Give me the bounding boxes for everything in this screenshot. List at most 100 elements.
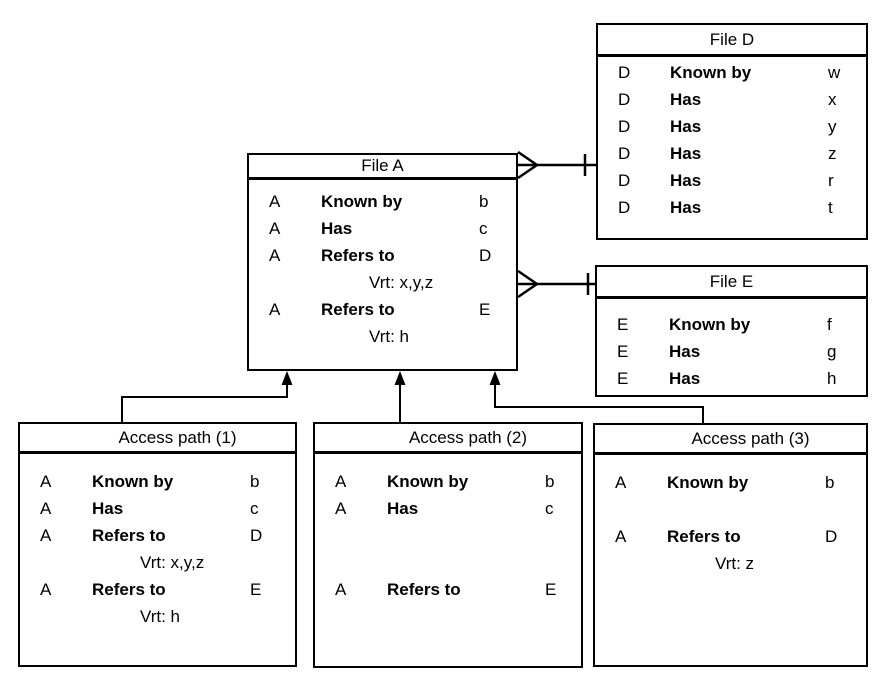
attribute-row: A Has c — [249, 215, 516, 242]
file-a-box: File A A Known by b A Has c A Refers to … — [247, 153, 518, 371]
owner-code: E — [617, 315, 629, 334]
owner-code: A — [269, 219, 281, 238]
empty-row — [315, 549, 581, 576]
relation-verb: Known by — [667, 473, 749, 492]
virtual-fields-row: Vrt: x,y,z — [369, 273, 434, 292]
owner-code: A — [269, 246, 281, 265]
attribute-name: E — [479, 300, 491, 319]
owner-code: D — [618, 63, 631, 82]
attribute-row: A Known by b — [315, 468, 581, 495]
owner-code: D — [618, 171, 631, 190]
access-path-1-box: Access path (1) A Known by b A Has c A R… — [18, 422, 297, 667]
owner-code: A — [269, 192, 281, 211]
relation-verb: Has — [387, 499, 419, 518]
access-path-3-box: Access path (3) A Known by b A Refers to… — [593, 423, 868, 667]
owner-code: E — [617, 342, 629, 361]
relation-verb: Known by — [321, 192, 403, 211]
crow-foot-many-icon — [517, 150, 540, 180]
access-path-2-title: Access path (2) — [315, 424, 581, 454]
virtual-fields-row: Vrt: h — [369, 327, 409, 346]
relation-verb: Has — [670, 117, 702, 136]
attribute-name: c — [250, 499, 259, 518]
relation-verb: Has — [92, 499, 124, 518]
file-d-title: File D — [598, 25, 866, 57]
relation-verb: Known by — [387, 472, 469, 491]
relation-verb: Known by — [92, 472, 174, 491]
empty-row — [315, 522, 581, 549]
relation-verb: Has — [669, 369, 701, 388]
attribute-name: b — [479, 192, 489, 211]
relation-verb: Has — [321, 219, 353, 238]
attribute-name: D — [250, 526, 263, 545]
relation-verb: Refers to — [92, 526, 166, 545]
attribute-name: g — [827, 342, 837, 361]
owner-code: D — [618, 90, 631, 109]
attribute-name: c — [545, 499, 554, 518]
attribute-name: c — [479, 219, 488, 238]
owner-code: A — [40, 526, 52, 545]
virtual-fields-row: Vrt: z — [715, 554, 755, 573]
attribute-name: x — [828, 90, 837, 109]
attribute-row: A Refers to E — [20, 576, 295, 603]
relation-verb: Refers to — [321, 300, 395, 319]
owner-code: A — [615, 527, 627, 546]
virtual-fields-row: Vrt: h — [140, 607, 180, 626]
attribute-row: A Known by b — [20, 468, 295, 495]
relation-verb: Known by — [669, 315, 751, 334]
relation-verb: Refers to — [92, 580, 166, 599]
connector-file-a-to-file-e — [517, 269, 595, 299]
crow-foot-many-icon — [517, 269, 540, 299]
attribute-name: b — [825, 473, 835, 492]
attribute-row: E Has h — [597, 365, 866, 392]
access-path-2-box: Access path (2) A Known by b A Has c A R… — [313, 422, 583, 668]
attribute-row: A Refers to D — [20, 522, 295, 549]
attribute-row: A Has c — [315, 495, 581, 522]
attribute-row: A Refers to D — [249, 242, 516, 269]
relation-verb: Has — [669, 342, 701, 361]
access-path-3-title: Access path (3) — [595, 425, 866, 455]
empty-row — [595, 496, 866, 523]
attribute-row: A Refers to D — [595, 523, 866, 550]
attribute-name: b — [250, 472, 260, 491]
owner-code: A — [335, 499, 347, 518]
attribute-row: A Refers to E — [249, 296, 516, 323]
owner-code: A — [335, 580, 347, 599]
virtual-fields-row: Vrt: x,y,z — [140, 553, 205, 572]
owner-code: D — [618, 198, 631, 217]
owner-code: A — [40, 472, 52, 491]
up-arrowhead-icon — [489, 371, 501, 385]
attribute-row: D Has y — [598, 113, 866, 140]
owner-code: A — [269, 300, 281, 319]
attribute-row: D Has t — [598, 194, 866, 221]
attribute-name: f — [827, 315, 832, 334]
connector-ap2-to-file-a — [394, 371, 406, 422]
connector-ap1-to-file-a — [121, 371, 293, 422]
up-arrowhead-icon — [281, 371, 293, 385]
attribute-name: b — [545, 472, 555, 491]
owner-code: D — [618, 117, 631, 136]
attribute-name: t — [828, 198, 833, 217]
attribute-row: D Has r — [598, 167, 866, 194]
attribute-name: w — [828, 63, 841, 82]
owner-code: E — [617, 369, 629, 388]
arrow-line — [121, 383, 288, 422]
attribute-row: E Has g — [597, 338, 866, 365]
file-e-box: File E E Known by f E Has g E Has h — [595, 265, 868, 397]
relation-verb: Refers to — [387, 580, 461, 599]
attribute-row: D Known by w — [598, 59, 866, 86]
attribute-name: r — [828, 171, 834, 190]
relation-verb: Known by — [670, 63, 752, 82]
owner-code: A — [335, 472, 347, 491]
file-d-box: File D D Known by w D Has x D Has y D Ha… — [596, 23, 868, 240]
owner-code: A — [615, 473, 627, 492]
file-e-title: File E — [597, 267, 866, 299]
attribute-row: A Known by b — [249, 188, 516, 215]
relation-verb: Has — [670, 198, 702, 217]
relation-verb: Refers to — [667, 527, 741, 546]
relation-verb: Refers to — [321, 246, 395, 265]
attribute-row: D Has x — [598, 86, 866, 113]
attribute-row: E Known by f — [597, 311, 866, 338]
access-path-1-title: Access path (1) — [20, 424, 295, 454]
attribute-name: D — [479, 246, 492, 265]
attribute-name: h — [827, 369, 837, 388]
